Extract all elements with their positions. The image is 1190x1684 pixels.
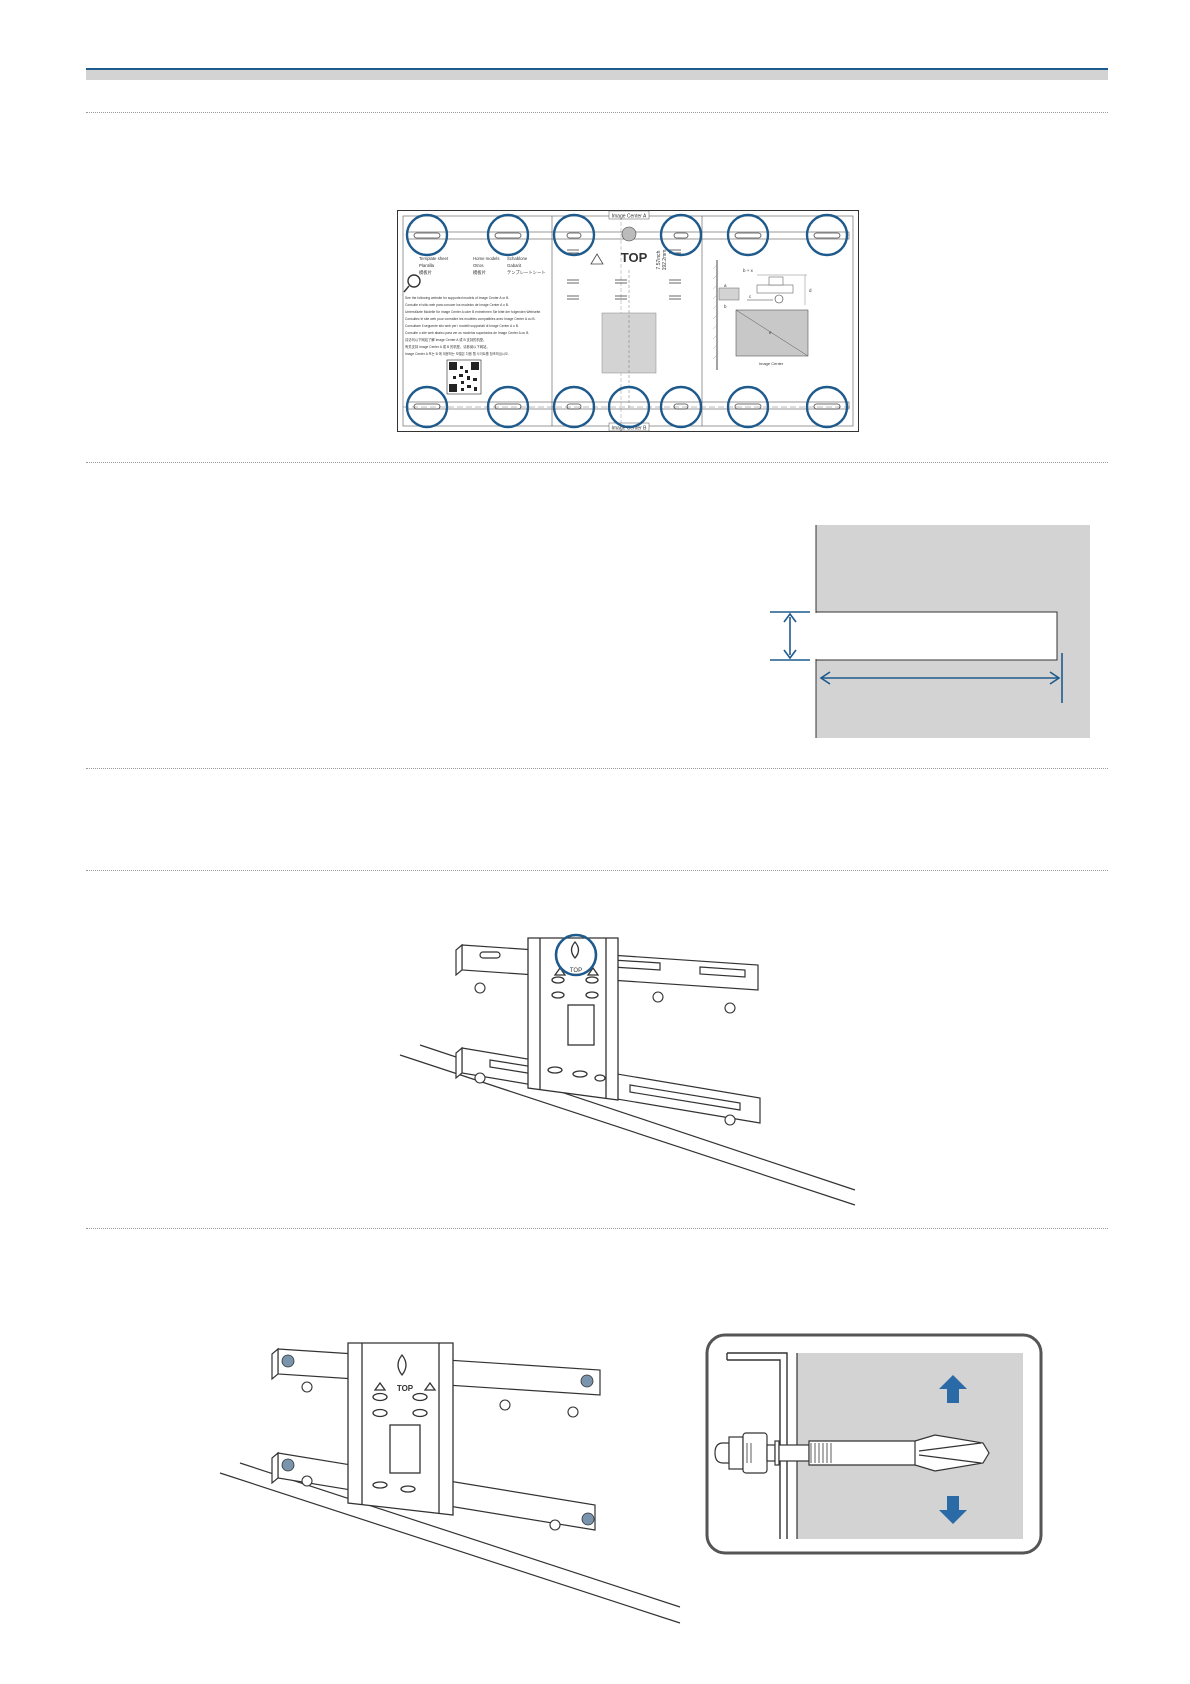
svg-text:有关支持 Image Center A 或 B 的机型，请参: 有关支持 Image Center A 或 B 的机型，请参阅以下网站。 [405,344,490,349]
qr-code-icon [446,359,482,395]
svg-text:模板片: 模板片 [419,269,432,276]
section-divider-5 [86,1228,1108,1229]
svg-text:Schablone: Schablone [507,256,528,261]
svg-text:Otros: Otros [473,263,484,268]
dimension-mm-label: 192.2mm [662,250,668,271]
svg-text:Image Center A 또는 B 에 대응하는 모델은: Image Center A 또는 B 에 대응하는 모델은 다음 웹 사이트를… [405,351,509,356]
svg-text:d: d [809,288,812,293]
mounting-hole-highlights [405,213,849,429]
plate2-top-label: TOP [397,1384,414,1393]
section-divider-2 [86,462,1108,463]
svg-text:b: b [724,304,727,309]
section-divider-1 [86,112,1108,113]
svg-text:Consulte el sitio web para con: Consulte el sitio web para conocer los m… [405,303,509,307]
image-center-b-label: Image Center B [611,426,647,432]
keyhole-highlight [554,933,598,977]
magnifier-icon [403,274,421,293]
svg-text:See the following website for: See the following website for supported … [405,296,509,300]
plate1-top-label: TOP [570,968,582,974]
mount-plate-figure-1: TOP [399,933,856,1206]
svg-text:Gabarit: Gabarit [507,263,522,268]
svg-text:Consulte o site web abaixo par: Consulte o site web abaixo para ver os m… [405,331,529,335]
screw-icon [281,1354,595,1526]
svg-text:Unterstützte Modelle für Image: Unterstützte Modelle für Image Center A … [405,310,541,314]
wall-clearance-diagram [770,525,1090,738]
svg-text:Home models: Home models [473,256,500,261]
triangle-icon [590,253,604,265]
svg-text:a: a [724,283,727,288]
svg-text:Consultare il seguente sito we: Consultare il seguente sito web per i mo… [405,324,519,328]
expand-down-arrow-icon [939,1496,967,1524]
svg-text:请访问以下网站了解 Image Center A 或 B 支: 请访问以下网站了解 Image Center A 或 B 支持的机型。 [405,337,486,342]
template-instructions: See the following website for supported … [405,296,541,356]
template-install-diagram: b + x a b c d e Image Center [712,260,812,370]
image-center-a-label: Image Center A [612,214,647,220]
template-sheet-figure: Image Center A Image Center B TOP 7.57in… [397,210,859,432]
section-divider-3 [86,768,1108,769]
anchor-bolt-detail [705,1333,1043,1555]
svg-text:e: e [769,330,772,335]
header-bar [86,68,1108,80]
expand-up-arrow-icon [939,1375,967,1403]
mount-plate-figure-2: TOP [219,1342,681,1624]
svg-text:c: c [749,294,752,299]
svg-text:b + x: b + x [743,268,754,273]
template-header-labels: Template sheet Plantilla 模板片 Home models… [419,256,546,276]
svg-text:Plantilla: Plantilla [419,263,435,268]
svg-text:Consultez le site web pour con: Consultez le site web pour connaître les… [405,317,536,321]
section-divider-4 [86,870,1108,871]
svg-text:テンプレートシート: テンプレートシート [507,270,546,276]
template-top-label: TOP [621,250,648,265]
svg-text:Template sheet: Template sheet [419,256,449,261]
image-center-label: Image Center [759,361,784,366]
svg-text:模板片: 模板片 [473,269,486,276]
dimension-inch-label: 7.57inch [656,250,662,269]
